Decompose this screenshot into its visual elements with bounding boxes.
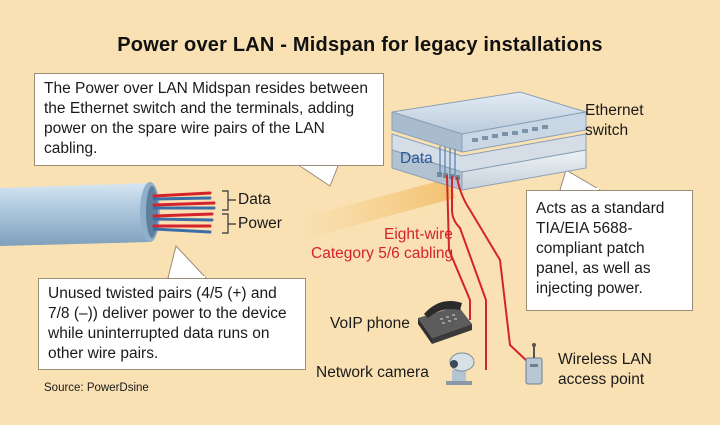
- ethernet-switch-label-line2: switch: [585, 122, 629, 139]
- cabling-label-line1: Eight-wire: [384, 226, 453, 243]
- cable-power-label: Power: [238, 215, 282, 232]
- source-credit: Source: PowerDsine: [44, 382, 149, 394]
- switch-data-label: Data: [400, 150, 433, 167]
- midspan-panel-icon: [391, 133, 587, 191]
- wireless-label-line2: access point: [558, 371, 645, 388]
- voip-phone-icon: [418, 301, 472, 344]
- cabling-label-line2: Category 5/6 cabling: [311, 245, 454, 262]
- voip-phone-label: VoIP phone: [330, 315, 410, 332]
- beam-shape: [300, 178, 455, 240]
- twisted-pairs-callout: Unused twisted pairs (4/5 (+) and 7/8 (–…: [38, 278, 306, 370]
- cable-data-label: Data: [238, 191, 271, 208]
- lan-cable-icon: [0, 182, 236, 246]
- wireless-access-point-icon: [525, 343, 543, 385]
- patch-panel-callout: Acts as a standard TIA/EIA 5688-complian…: [526, 190, 693, 311]
- ethernet-switch-icon: [391, 91, 587, 153]
- diagram-title: Power over LAN - Midspan for legacy inst…: [117, 34, 603, 56]
- wireless-label-line1: Wireless LAN: [558, 351, 652, 368]
- network-camera-label: Network camera: [316, 364, 429, 381]
- ethernet-switch-label-line1: Ethernet: [585, 102, 644, 119]
- midspan-callout: The Power over LAN Midspan resides betwe…: [34, 73, 384, 166]
- network-camera-icon: [446, 352, 475, 385]
